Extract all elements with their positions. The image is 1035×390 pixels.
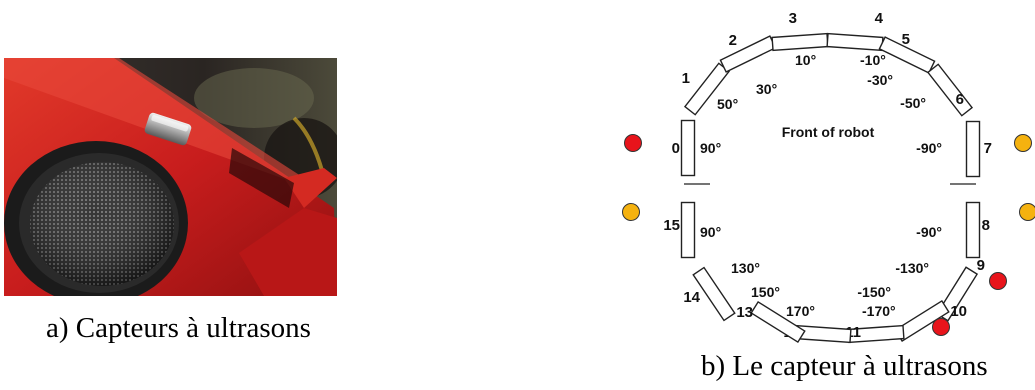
marker-dot-sensor-9: [989, 272, 1007, 290]
sensor-segment-3: [771, 32, 829, 52]
sensor-number-5: 5: [902, 31, 910, 48]
sensor-angle-2: 30°: [756, 81, 777, 97]
sensor-segment-0: [680, 119, 696, 177]
front-of-robot-label: Front of robot: [782, 124, 875, 140]
sensor-angle-1: 50°: [717, 96, 738, 112]
sensor-number-14: 14: [683, 289, 700, 306]
sensor-segment-6: [926, 63, 974, 117]
sensor-angle-10: -150°: [857, 284, 891, 300]
marker-dot-sensor-15: [622, 203, 640, 221]
sensor-angle-14: 130°: [731, 260, 760, 276]
sensor-angle-5: -30°: [867, 72, 893, 88]
sensor-angle-8: -90°: [916, 224, 942, 240]
sensor-segment-5: [878, 36, 936, 74]
sensor-angle-9: -130°: [895, 260, 929, 276]
sensor-angle-4: -10°: [860, 52, 886, 68]
caption-b: b) Le capteur à ultrasons: [701, 350, 988, 382]
sensor-segment-14: [692, 266, 736, 322]
sensor-number-15: 15: [663, 217, 680, 234]
sensor-number-2: 2: [729, 32, 737, 49]
sensor-segment-4: [826, 32, 884, 52]
sensor-number-1: 1: [682, 70, 690, 87]
sensor-segment-15: [680, 201, 696, 259]
sensor-number-6: 6: [956, 91, 964, 108]
sensor-angle-0: 90°: [700, 140, 721, 156]
sensor-angle-3: 10°: [795, 52, 816, 68]
marker-dot-sensor-7: [1014, 134, 1032, 152]
sensor-angle-13: 150°: [751, 284, 780, 300]
sensor-angle-7: -90°: [916, 140, 942, 156]
sensor-number-0: 0: [672, 140, 680, 157]
sensor-number-7: 7: [984, 140, 992, 157]
sensor-angle-15: 90°: [700, 224, 721, 240]
sensor-number-9: 9: [977, 257, 985, 274]
sensor-number-13: 13: [736, 304, 753, 321]
sensor-segment-8: [965, 201, 981, 259]
sensor-segment-13: [750, 300, 806, 344]
caption-a: a) Capteurs à ultrasons: [46, 312, 311, 344]
sensor-number-8: 8: [982, 217, 990, 234]
sensor-angle-12: 170°: [786, 303, 815, 319]
marker-dot-sensor-0: [624, 134, 642, 152]
marker-dot-sensor-8: [1019, 203, 1035, 221]
sensor-number-10: 10: [950, 303, 967, 320]
ultrasonic-sensor-photo: [4, 58, 337, 296]
sensor-segment-9: [935, 266, 979, 322]
sensor-angle-6: -50°: [900, 95, 926, 111]
sensor-angle-11: -170°: [862, 303, 896, 319]
sensor-segment-7: [965, 120, 981, 178]
sensor-number-4: 4: [875, 10, 884, 27]
marker-dot-sensor-10: [932, 318, 950, 336]
sensor-number-3: 3: [789, 10, 797, 27]
